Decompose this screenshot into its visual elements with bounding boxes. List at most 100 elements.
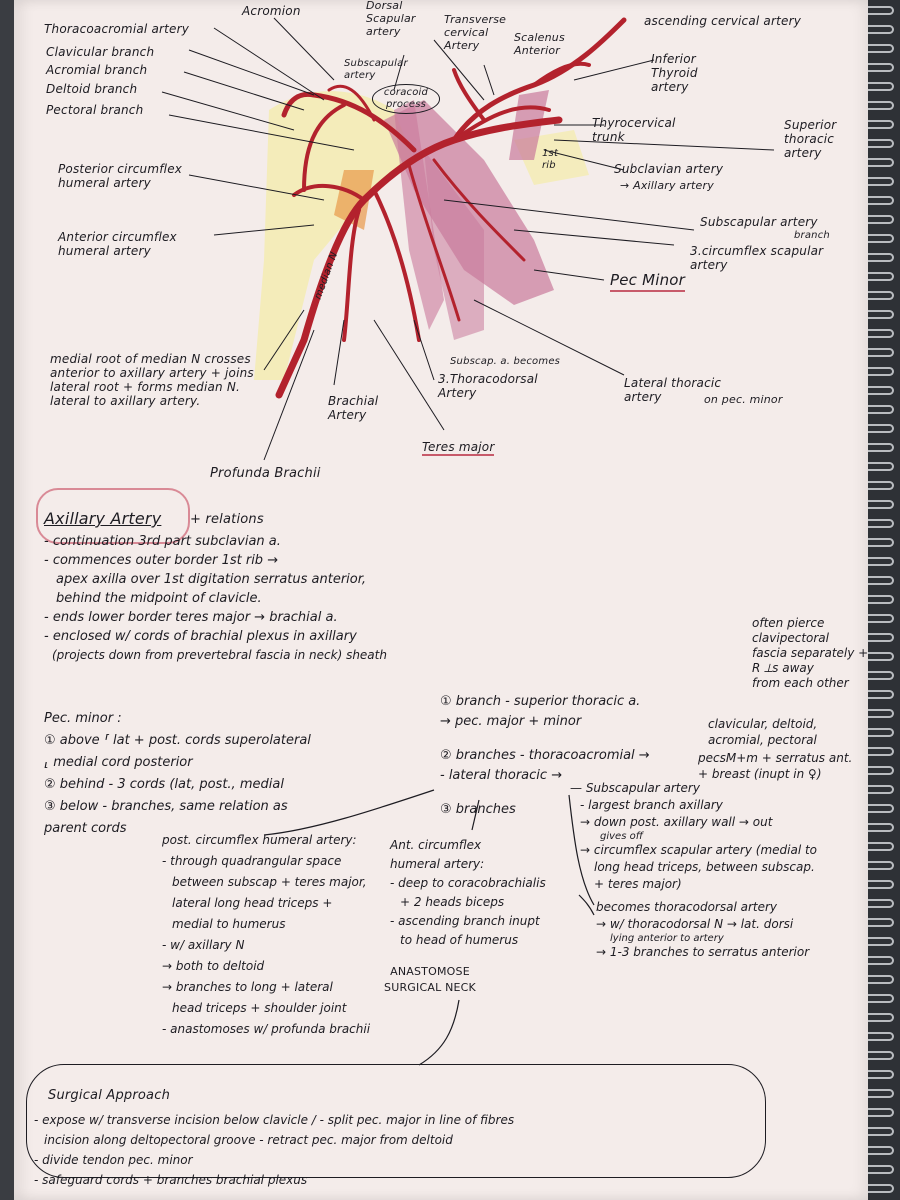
- binding-ring: [868, 671, 894, 680]
- label-subscapular-top: Subscapular artery: [344, 58, 408, 81]
- binding-ring: [868, 652, 894, 661]
- surgical-title: Surgical Approach: [48, 1088, 171, 1103]
- note-line: behind the midpoint of clavicle.: [56, 591, 262, 606]
- branch-line: - lateral thoracic →: [440, 768, 563, 783]
- binding-ring: [868, 6, 894, 15]
- ss-line: → w/ thoracodorsal N → lat. dorsi: [596, 917, 794, 931]
- label-first-rib: 1st rib: [542, 148, 559, 171]
- binding-ring: [868, 1013, 894, 1022]
- binding-ring: [868, 462, 894, 471]
- label-profunda: Profunda Brachii: [210, 466, 321, 481]
- label-clavicular: Clavicular branch: [46, 45, 155, 59]
- notes-heading-rest: + relations: [190, 512, 264, 527]
- binding-ring: [868, 1184, 894, 1193]
- note-line: (projects down from prevertebral fascia …: [52, 648, 387, 662]
- branch-line: ② branches - thoracoacromial →: [440, 748, 650, 763]
- axillary-artery-diagram: [161, 17, 775, 461]
- branch-line: ① branch - superior thoracic a.: [440, 694, 641, 709]
- lateral-thoracic-supply: pecsM+m + serratus ant. + breast (inupt …: [698, 750, 852, 782]
- label-ascending-cervical: ascending cervical artery: [644, 14, 802, 28]
- label-dorsal-scapular: Dorsal Scapular artery: [366, 0, 416, 38]
- subscapular-notes: — Subscapular artery - largest branch ax…: [570, 780, 817, 961]
- binding-ring: [868, 937, 894, 946]
- binding-ring: [868, 861, 894, 870]
- label-teres-major: Teres major: [422, 440, 495, 457]
- pc-title: post. circumflex humeral artery:: [162, 833, 357, 847]
- label-medial-root: medial root of median N crosses anterior…: [50, 352, 254, 409]
- label-pectoral: Pectoral branch: [46, 103, 144, 117]
- ta-line: clavicular, deltoid,: [708, 717, 818, 731]
- binding-ring: [868, 139, 894, 148]
- anterior-circumflex-notes: Ant. circumflex humeral artery: - deep t…: [390, 836, 546, 950]
- note-line: - commences outer border 1st rib →: [44, 553, 279, 568]
- label-acromion: Acromion: [242, 4, 301, 18]
- pc-line: - w/ axillary N: [162, 938, 245, 952]
- humerus-highlight: [254, 91, 414, 380]
- ac-line: - deep to coracobrachialis: [390, 876, 546, 890]
- label-pec-minor: Pec Minor: [610, 271, 686, 292]
- label-inferior-thyroid: Inferior Thyroid artery: [651, 52, 698, 95]
- ss-line: long head triceps, between subscap.: [594, 860, 815, 874]
- pc-line: medial to humerus: [172, 917, 286, 931]
- binding-ring: [868, 1127, 894, 1136]
- binding-ring: [868, 519, 894, 528]
- lt-line: + breast (inupt in ♀): [698, 767, 822, 781]
- binding-ring: [868, 709, 894, 718]
- pc-line: lateral long head triceps +: [172, 896, 333, 910]
- binding-ring: [868, 177, 894, 186]
- branch-summary: ① branch - superior thoracic a. → pec. m…: [440, 692, 650, 820]
- label-transverse-cervical: Transverse cervical Artery: [444, 13, 507, 52]
- binding-ring: [868, 44, 894, 53]
- label-thoracoacromial: Thoracoacromial artery: [44, 22, 190, 36]
- ss-line: + teres major): [594, 877, 682, 891]
- binding-ring: [868, 690, 894, 699]
- label-posterior-circumflex: Posterior circumflex humeral artery: [58, 162, 183, 191]
- label-anterior-circumflex: Anterior circumflex humeral artery: [58, 230, 177, 259]
- binding-ring: [868, 1146, 894, 1155]
- binding-ring: [868, 272, 894, 281]
- surgical-line: incision along deltopectoral groove - re…: [44, 1133, 453, 1147]
- ss-line: gives off: [600, 831, 643, 842]
- label-subscapular-right: Subscapular artery: [700, 215, 818, 229]
- surgical-line: - safeguard cords + branches brachial pl…: [34, 1173, 308, 1187]
- binding-ring: [868, 424, 894, 433]
- surgical-line: - expose w/ transverse incision below cl…: [34, 1113, 515, 1127]
- surgical-line: - divide tendon pec. minor: [34, 1153, 193, 1167]
- binding-ring: [868, 63, 894, 72]
- thoracoacromial-branches: clavicular, deltoid, acromial, pectoral: [708, 716, 817, 748]
- label-on-pec-minor: on pec. minor: [704, 393, 783, 406]
- label-superior-thoracic: Superior thoracic artery: [784, 118, 837, 161]
- pc-line: between subscap + teres major,: [172, 875, 367, 889]
- teres-muscle: [424, 150, 484, 340]
- label-leaders: [161, 17, 775, 461]
- ss-line: lying anterior to artery: [610, 933, 724, 944]
- binding-ring: [868, 120, 894, 129]
- label-subclavian: Subclavian artery: [614, 162, 724, 176]
- binding-ring: [868, 101, 894, 110]
- heading-cloud: [36, 488, 190, 544]
- binding-ring: [868, 196, 894, 205]
- binding-ring: [868, 481, 894, 490]
- binding-ring: [868, 956, 894, 965]
- surgical-notes: - expose w/ transverse incision below cl…: [34, 1110, 514, 1190]
- label-thyrocervical: Thyrocervical trunk: [592, 116, 676, 145]
- binding-ring: [868, 899, 894, 908]
- label-coracoid: coracoid process: [372, 84, 440, 114]
- label-branch: branch: [794, 230, 830, 241]
- notes-heading: Axillary Artery: [44, 509, 162, 528]
- binding-ring: [868, 1108, 894, 1117]
- binding-ring: [868, 253, 894, 262]
- arteries: [275, 17, 627, 399]
- pec-line: ② behind - 3 cords (lat, post., medial: [44, 777, 284, 792]
- binding-ring: [868, 880, 894, 889]
- ta-line: acromial, pectoral: [708, 733, 817, 747]
- note-line: apex axilla over 1st digitation serratus…: [56, 572, 367, 587]
- often-line: often pierce: [752, 616, 825, 630]
- label-thoracodorsal: 3.Thoracodorsal Artery: [438, 372, 538, 401]
- binding-ring: [868, 557, 894, 566]
- binding-ring: [868, 1051, 894, 1060]
- notebook-page: Thoracoacromial artery Clavicular branch…: [14, 0, 872, 1200]
- binding-ring: [868, 804, 894, 813]
- binding-ring: [868, 614, 894, 623]
- subscapularis-muscle: [394, 100, 444, 330]
